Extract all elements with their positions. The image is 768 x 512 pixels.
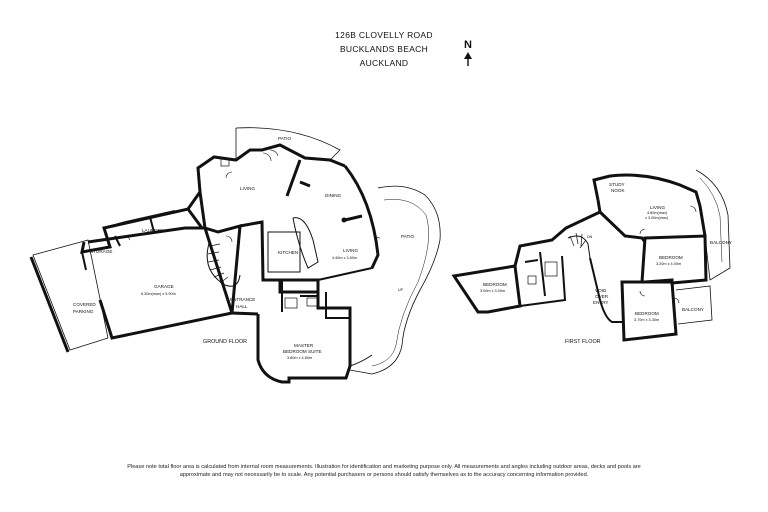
balcony-upper — [695, 169, 731, 281]
hall-walls — [186, 188, 259, 316]
first-floor-plan — [451, 169, 731, 342]
study-label-2: NOOK — [611, 188, 625, 193]
balcony-label-1: BALCONY — [710, 240, 732, 245]
covered-parking-outline — [32, 239, 109, 351]
storage-laundry-walls — [80, 207, 204, 254]
toilet-fixture — [220, 158, 230, 167]
garage-label: GARAGE — [154, 284, 174, 289]
balcony-label-2: BALCONY — [682, 307, 704, 312]
first-living-dims-2: x 3.00m(max) — [645, 216, 669, 220]
bedroom-west-dims: 3.00m x 3.00m — [480, 289, 505, 293]
address-line-suburb: BUCKLANDS BEACH — [339, 44, 429, 54]
dining-curved-wall — [343, 165, 380, 269]
patio-top-label: PATIO — [278, 136, 292, 141]
entrance-label-2: HALL — [236, 304, 248, 309]
address-line-street: 126B CLOVELLY ROAD — [335, 30, 433, 40]
first-living-label: LIVING — [650, 205, 665, 210]
first-door-swings — [639, 205, 697, 304]
vanity-fixture — [306, 297, 318, 307]
ensuite-walls — [281, 280, 350, 319]
bath-block-walls — [513, 199, 602, 267]
entrance-label-1: ENTRANCE — [230, 297, 255, 302]
covered-parking-wall — [29, 256, 70, 353]
master-label-1: MASTER — [294, 343, 314, 348]
dining-column — [341, 217, 347, 223]
living-upper-label: LIVING — [240, 186, 255, 191]
first-living-internal — [598, 210, 647, 243]
bedroom-east-dims: 3.20m x 4.00m — [656, 262, 681, 266]
master-suite-walls — [256, 292, 352, 384]
north-label: N — [464, 39, 472, 51]
living-label: LIVING — [343, 248, 358, 253]
ground-floor-title: GROUND FLOOR — [203, 339, 247, 345]
first-basin-fixture — [527, 275, 537, 285]
patio-right-label: PATIO — [401, 234, 415, 239]
address-line-city: AUCKLAND — [359, 58, 409, 68]
bath-internal — [519, 251, 567, 307]
void-label-2: OVER — [595, 294, 609, 299]
master-dims: 3.80m x 4.80m — [287, 356, 312, 360]
master-label-2: BEDROOM SUITE — [283, 349, 322, 354]
first-bath-fixture — [544, 261, 558, 277]
master-curve — [349, 354, 373, 367]
bedroom-west-label: BEDROOM — [483, 282, 507, 287]
living-dims: 4.40m x 3.60m — [332, 256, 357, 260]
balcony-lower — [675, 285, 713, 325]
void-walls — [589, 257, 622, 323]
storage-wall — [81, 251, 87, 271]
first-floor-labels: STUDY NOOK LIVING 4.80m(max) x 3.00m(max… — [480, 182, 732, 345]
kitchen-label: KITCHEN — [278, 250, 298, 255]
stair-arc — [567, 235, 591, 259]
stair-treads — [207, 243, 229, 284]
living-walls — [196, 143, 346, 193]
west-bedroom-walls — [451, 264, 522, 314]
void-label-3: ENTRY — [593, 300, 609, 305]
living-dining-wall — [285, 159, 311, 197]
storage-label: STORAGE — [90, 249, 112, 254]
top-patio-outline — [235, 127, 341, 161]
north-indicator: N — [458, 40, 478, 72]
up-label: UP — [398, 288, 404, 292]
covered-parking-label-2: PARKING — [73, 309, 94, 314]
garage-dims: 6.30m(max) x 5.90m — [141, 292, 176, 296]
stair-treads — [569, 232, 587, 249]
stair-arc — [206, 239, 241, 287]
north-arrow-icon — [464, 52, 472, 66]
laundry-label: LAUNDRY — [142, 228, 164, 233]
dining-label: DINING — [325, 193, 342, 198]
first-living-walls — [592, 173, 707, 237]
shower-fixture — [284, 297, 298, 309]
study-label-1: STUDY — [609, 182, 625, 187]
ground-floor-plan — [29, 127, 441, 384]
laundry-walls — [103, 210, 176, 247]
right-patio-outline — [349, 185, 441, 375]
bedroom-east-label: BEDROOM — [659, 255, 683, 260]
living-lower-wall — [317, 254, 379, 281]
bedroom-south-label: BEDROOM — [635, 311, 659, 316]
garage-walls — [87, 226, 234, 340]
kitchen-bench — [267, 217, 319, 273]
dn-label: DN — [587, 235, 593, 239]
first-living-dims-1: 4.80m(max) — [647, 211, 668, 215]
balcony-upper-inner — [699, 177, 723, 263]
covered-parking-label-1: COVERED — [73, 302, 96, 307]
disclaimer: Please note total floor area is calculat… — [127, 464, 641, 478]
bedroom-south-dims: 3.70m x 3.30m — [634, 318, 659, 322]
void-label-1: VOID — [595, 288, 607, 293]
ground-floor-labels: PATIO LIVING DINING PATIO KITCHEN LIVING… — [73, 136, 415, 360]
right-patio-inner — [371, 199, 429, 367]
dining-partition — [344, 214, 363, 222]
first-floor-title: FIRST FLOOR — [565, 339, 601, 345]
south-bedroom-walls — [620, 280, 678, 342]
